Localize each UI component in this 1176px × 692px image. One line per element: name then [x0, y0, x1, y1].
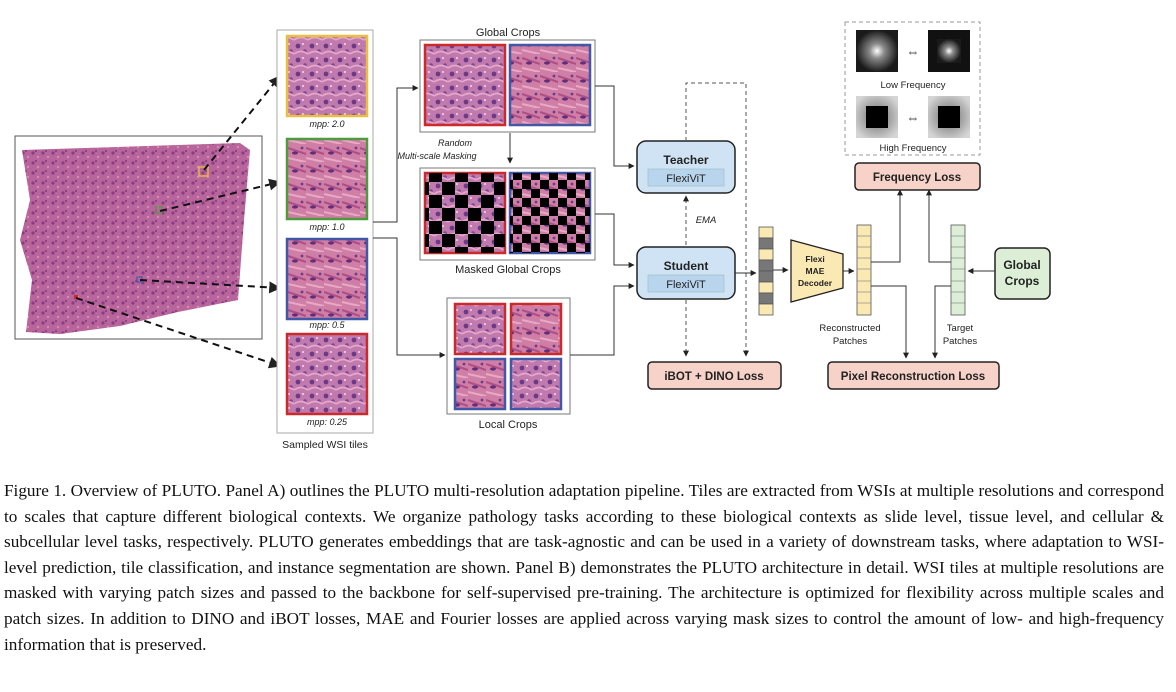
teacher-sub: FlexiViT: [666, 173, 706, 185]
global-crops-label: Global Crops: [476, 27, 541, 39]
zoom-arrows: [75, 75, 282, 369]
high-freq-arrow: ⇔: [907, 110, 920, 125]
pixel-loss-label: Pixel Reconstruction Loss: [841, 371, 985, 383]
figure-caption: Figure 1. Overview of PLUTO. Panel A) ou…: [4, 481, 1164, 654]
tile-mpp-0-25: [285, 332, 369, 416]
student-output-tokens: [758, 226, 774, 316]
student-title: Student: [664, 259, 709, 273]
frequency-panel: ⇔ Low Frequency ⇔ High Frequency: [844, 21, 981, 156]
global-crops-box-line-2: Crops: [1005, 274, 1040, 288]
sampled-wsi-tiles: mpp: 2.0 mpp: 1.0 mpp: 0.5 mpp: 0.25: [276, 29, 374, 434]
ibot-dino-loss-label: iBOT + DINO Loss: [664, 371, 763, 383]
teacher-box: Teacher FlexiViT: [636, 140, 736, 194]
patch-to-loss-connectors: [871, 189, 951, 359]
tile-mpp-1: [285, 137, 369, 221]
ema-label: EMA: [696, 215, 717, 226]
low-freq-arrow: ⇔: [907, 44, 920, 59]
high-frequency-label: High Frequency: [879, 143, 946, 154]
tile-to-crop-connectors: [373, 85, 446, 358]
global-crops-box: Global Crops: [994, 247, 1051, 300]
decoder-line-2: MAE: [806, 266, 825, 276]
frequency-loss-label: Frequency Loss: [873, 172, 961, 184]
reconstructed-patches: [856, 224, 872, 316]
pixel-reconstruction-loss-box: Pixel Reconstruction Loss: [827, 361, 1000, 390]
masking-label-1: Random: [438, 138, 473, 148]
global-crops: [419, 39, 596, 133]
student-sub: FlexiViT: [666, 279, 706, 291]
reconstructed-label-1: Reconstructed: [819, 323, 880, 334]
masked-global-crops: [419, 167, 596, 261]
tile-mpp-2: [285, 34, 369, 118]
ibot-dino-loss-box: iBOT + DINO Loss: [647, 361, 782, 390]
target-label-1: Target: [947, 323, 974, 334]
decoder-line-3: Decoder: [798, 278, 833, 288]
tile-mpp-label-1: mpp: 1.0: [309, 222, 344, 232]
target-label-2: Patches: [943, 336, 978, 347]
tile-mpp-label-3: mpp: 0.25: [307, 417, 348, 427]
local-crops-label: Local Crops: [479, 419, 538, 431]
decoder-line-1: Flexi: [805, 254, 824, 264]
low-frequency-label: Low Frequency: [881, 80, 946, 91]
loss-dashed-connectors: [683, 82, 749, 357]
tile-mpp-0-5: [285, 237, 369, 321]
student-box: Student FlexiViT: [636, 246, 736, 300]
tile-mpp-label-0: mpp: 2.0: [309, 119, 344, 129]
tile-mpp-label-2: mpp: 0.5: [309, 320, 345, 330]
whole-slide-image: [14, 135, 263, 340]
mae-decoder: Flexi MAE Decoder: [790, 239, 844, 303]
global-crops-box-line-1: Global: [1003, 258, 1040, 272]
crop-to-model-connectors: [570, 85, 635, 356]
frequency-loss-box: Frequency Loss: [854, 162, 981, 191]
sampled-tiles-label: Sampled WSI tiles: [282, 439, 368, 451]
reconstructed-label-2: Patches: [833, 336, 868, 347]
target-patches: [950, 224, 966, 316]
architecture-figure: mpp: 2.0 mpp: 1.0 mpp: 0.5 mpp: 0.25 Sam…: [14, 21, 1051, 451]
masked-global-crops-label: Masked Global Crops: [455, 264, 561, 276]
masking-label-2: Multi-scale Masking: [397, 151, 476, 161]
teacher-title: Teacher: [663, 153, 708, 167]
local-crops: [446, 297, 571, 415]
